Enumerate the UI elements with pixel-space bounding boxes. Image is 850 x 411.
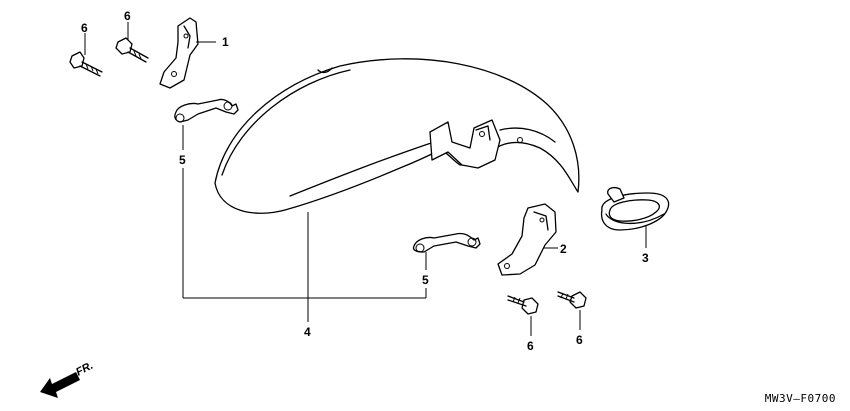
grommet xyxy=(600,187,670,231)
callout-5-upper: 5 xyxy=(179,153,186,167)
callout-4: 4 xyxy=(304,325,311,339)
callout-2: 2 xyxy=(560,242,567,256)
fender-clip-lower xyxy=(412,232,481,253)
callout-6-upper-mid: 6 xyxy=(124,9,131,23)
callout-6-lower-left: 6 xyxy=(527,339,534,353)
callout-5-lower: 5 xyxy=(422,273,429,287)
callout-6-upper-left: 6 xyxy=(81,21,88,35)
front-fender xyxy=(214,58,580,214)
callout-6-lower-right: 6 xyxy=(576,333,583,347)
bolt-lower-right xyxy=(557,291,587,309)
diagram-code: MW3V—F0700 xyxy=(764,392,836,405)
bolt-upper-left xyxy=(69,51,103,77)
fender-bracket-upper xyxy=(159,17,199,89)
callout-1: 1 xyxy=(222,35,229,49)
fender-bracket-lower xyxy=(497,203,557,276)
front-direction-arrow xyxy=(40,372,80,398)
fender-clip-upper xyxy=(174,98,239,123)
bolt-lower-left xyxy=(507,295,539,315)
bolt-upper-mid xyxy=(115,37,149,63)
callout-3: 3 xyxy=(642,251,649,265)
leader-lines xyxy=(84,22,647,336)
